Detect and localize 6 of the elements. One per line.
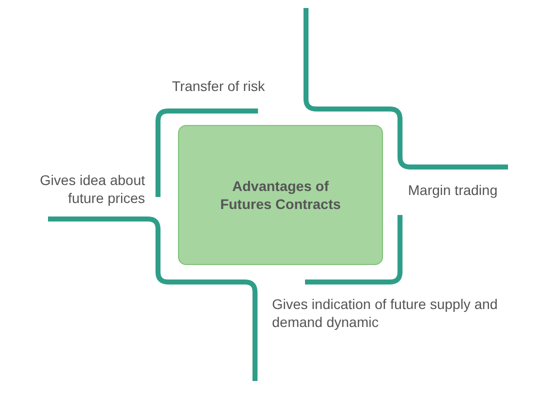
label-text: Gives idea about future prices [38, 172, 145, 207]
label-text: Gives indication of future supply and demand dynamic [272, 296, 499, 331]
label-text: Margin trading [408, 182, 498, 200]
topic-box [178, 125, 383, 265]
label-text: Transfer of risk [172, 78, 266, 96]
topic-title: Advantages of Futures Contracts [219, 176, 342, 214]
